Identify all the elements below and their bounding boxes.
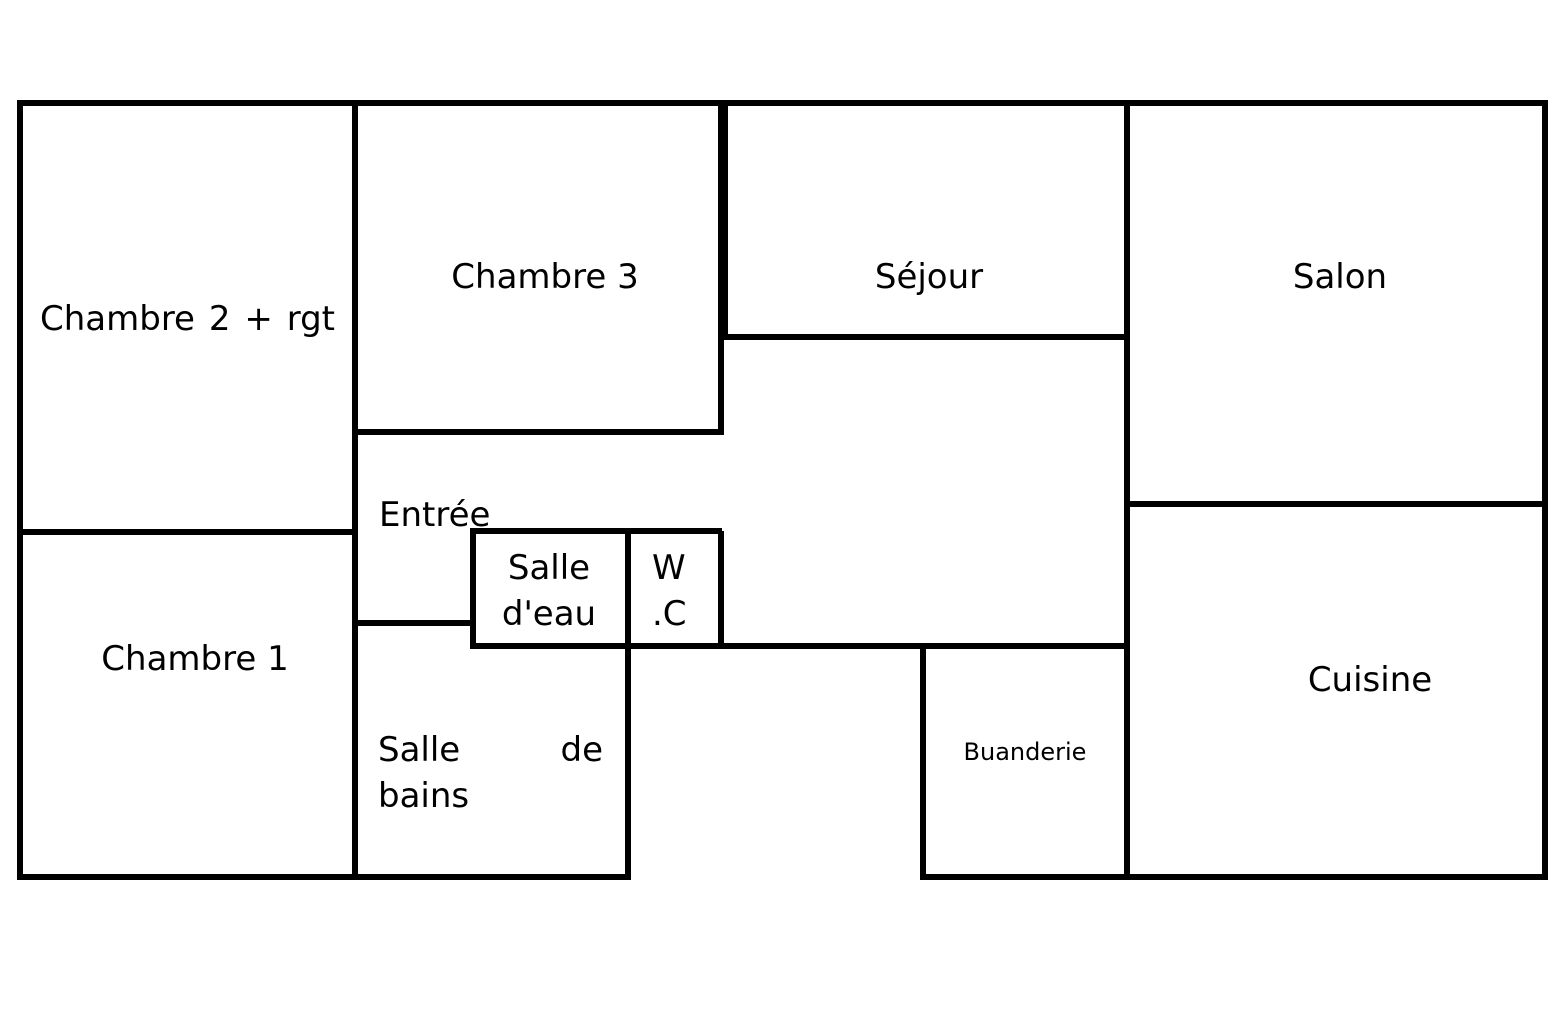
wall-salledeau-left	[470, 531, 476, 649]
room-label-salle-de-bains: Salle de bains	[378, 730, 614, 816]
room-label-salon: Salon	[1292, 257, 1388, 297]
wall-outer-left-upper	[17, 100, 23, 538]
wall-salledeau-bottom	[470, 643, 628, 649]
wall-salon-left	[1124, 100, 1130, 880]
room-label-sejour: Séjour	[874, 257, 984, 297]
room-label-buanderie: Buanderie	[963, 738, 1087, 766]
wall-outer-left-lower	[17, 532, 23, 880]
wall-chambre2-chambre1-divider	[17, 529, 358, 535]
wall-chambre3-right	[718, 100, 724, 434]
room-label-chambre1: Chambre 1	[101, 639, 289, 679]
wall-outer-top	[17, 100, 1548, 106]
wall-entree-salledeau-stub	[352, 620, 474, 626]
wall-salledebains-bottom	[352, 874, 628, 880]
room-label-salle-deau: Salle d'eau	[501, 548, 601, 634]
room-label-chambre2: Chambre 2 + rgt	[40, 299, 335, 339]
wall-sejour-bottom	[722, 334, 1130, 340]
wall-buanderie-left	[920, 646, 926, 876]
wall-wc-right	[718, 531, 724, 646]
wall-chambre1-right	[352, 532, 358, 880]
wall-buanderie-bottom	[920, 874, 1130, 880]
room-label-chambre3: Chambre 3	[451, 257, 639, 297]
wall-cuisine-bottom	[1128, 874, 1548, 880]
wall-salon-cuisine-divider	[1128, 501, 1548, 507]
wall-chambre3-bottom	[352, 429, 724, 435]
wall-chambre2-right	[352, 100, 358, 538]
room-label-wc: W .C	[652, 548, 697, 634]
wall-outer-right	[1542, 100, 1548, 880]
wall-salledeau-top	[470, 528, 722, 534]
room-label-entree: Entrée	[379, 495, 491, 535]
wall-wc-bottom-to-right-wall	[628, 643, 1130, 649]
wall-chambre1-bottom	[17, 874, 358, 880]
room-label-cuisine: Cuisine	[1307, 660, 1433, 700]
wall-salledeau-wc-divider	[625, 531, 631, 649]
wall-sejour-left	[722, 100, 728, 339]
wall-salledebains-right	[625, 646, 631, 880]
